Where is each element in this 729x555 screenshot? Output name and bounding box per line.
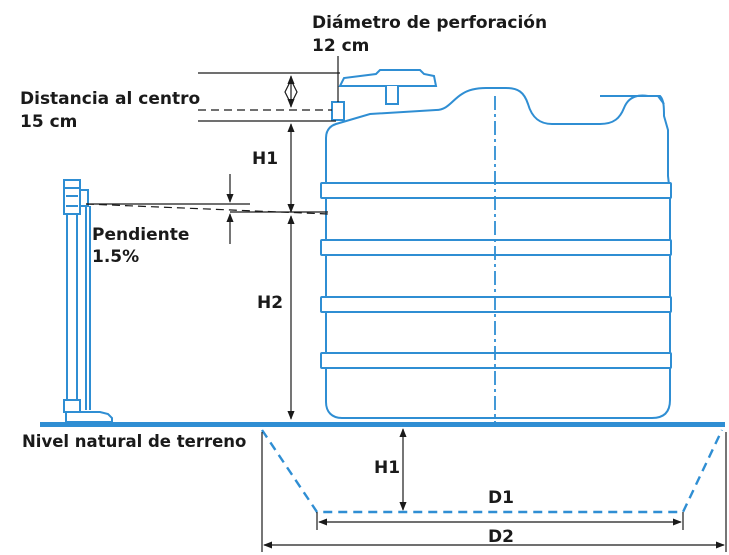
tank-band-4 — [320, 352, 672, 369]
slope-value: 1.5% — [92, 247, 139, 267]
standpipe-cap — [63, 179, 81, 189]
slope-title: Pendiente — [92, 225, 189, 245]
d2-label: D2 — [488, 527, 514, 547]
standpipe-coupling-bottom — [63, 399, 81, 413]
h2-label: H2 — [257, 293, 283, 313]
drill-dimension — [198, 56, 340, 122]
tank-band-1 — [320, 182, 672, 199]
excavation-pit — [261, 428, 727, 552]
standpipe-base — [65, 411, 113, 423]
slope-dimension — [85, 174, 329, 244]
standpipe-tube — [66, 213, 78, 401]
standpipe-elbow — [79, 189, 89, 207]
drill-diameter-title: Diámetro de perforación — [312, 13, 547, 33]
tank-band-3 — [320, 296, 672, 313]
standpipe — [63, 179, 113, 423]
h1-upper-label: H1 — [252, 149, 278, 169]
tank-band-2 — [320, 239, 672, 256]
d1-label: D1 — [488, 488, 514, 508]
tank-lid — [338, 69, 438, 87]
ground-level-label: Nivel natural de terreno — [22, 432, 246, 451]
inlet-fitting — [331, 101, 345, 121]
tank-top-rim — [600, 95, 665, 105]
pit-outline — [261, 429, 724, 514]
drill-diameter-value: 12 cm — [312, 36, 369, 56]
water-tank — [320, 69, 672, 424]
standpipe-coupling-top — [63, 187, 81, 215]
ground-line — [40, 422, 725, 427]
h1-lower-label: H1 — [374, 458, 400, 478]
tank-lid-neck — [385, 86, 399, 105]
center-distance-title: Distancia al centro — [20, 89, 200, 109]
center-distance-value: 15 cm — [20, 112, 77, 132]
